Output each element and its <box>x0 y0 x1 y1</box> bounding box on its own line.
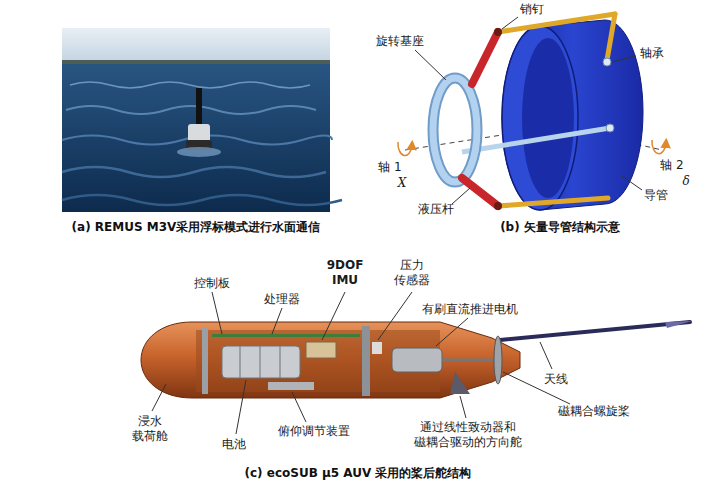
leader-line <box>612 56 636 62</box>
rotating-base <box>433 78 477 182</box>
part-label: 浸水 载荷舱 <box>131 414 170 444</box>
sky <box>62 28 330 62</box>
propeller <box>494 336 502 384</box>
rotation-arrow <box>398 142 412 156</box>
leader-line <box>322 292 345 340</box>
link-rod <box>498 198 608 206</box>
axis-symbol: δ <box>682 174 689 189</box>
axis-label: 轴 1 <box>378 160 401 175</box>
leader-line <box>540 342 552 369</box>
pin <box>494 202 502 210</box>
leader-line <box>415 50 446 80</box>
drive-shaft <box>442 359 500 362</box>
part-label: 导管 <box>644 188 668 203</box>
bulkhead <box>362 326 370 396</box>
wave <box>70 82 310 88</box>
leader-line <box>502 17 518 29</box>
battery-cell <box>240 346 241 378</box>
axis-symbol: X <box>398 176 407 191</box>
bearing <box>603 58 611 66</box>
part-label: 磁耦合螺旋桨 <box>558 404 630 419</box>
part-label: 俯仰调节装置 <box>278 424 350 439</box>
link-rod <box>498 14 615 32</box>
duct-body <box>502 20 643 210</box>
hydraulic-rod <box>472 32 498 84</box>
rudder <box>450 372 470 394</box>
auv-cutaway <box>141 292 692 434</box>
sea <box>62 28 330 212</box>
antenna-tip <box>665 321 692 328</box>
bulkhead <box>202 328 208 394</box>
wave <box>62 167 326 177</box>
leader-line <box>212 292 222 334</box>
battery-pack <box>222 346 300 378</box>
part-label: 销钉 <box>520 2 544 17</box>
wave <box>66 106 316 114</box>
leader-line <box>452 188 470 204</box>
antenna <box>500 322 690 340</box>
part-label: 9DOF IMU <box>322 258 368 288</box>
bearing <box>606 124 614 132</box>
part-label: 压力 传感器 <box>393 258 432 288</box>
hull <box>141 322 520 398</box>
leader-line <box>236 380 246 434</box>
panel-caption: (a) REMUS M3V采用浮标模式进行水面通信 <box>72 220 321 235</box>
panel-caption: (c) ecoSUB μ5 AUV 采用的桨后舵结构 <box>245 466 472 481</box>
leader-line <box>460 396 466 418</box>
shore <box>62 60 330 64</box>
leader-line <box>272 308 282 334</box>
axis-label: 轴 2 <box>660 158 683 173</box>
panel-caption: (b) 矢量导管结构示意 <box>500 220 620 235</box>
pin <box>494 28 502 36</box>
part-label: 处理器 <box>264 292 300 307</box>
part-label: 轴承 <box>640 46 664 61</box>
buoy-antenna <box>196 88 202 126</box>
imu-board <box>306 342 336 358</box>
splash <box>177 147 221 157</box>
pitch-adjuster <box>268 382 314 390</box>
wave <box>62 195 342 205</box>
rotating-base <box>433 78 477 182</box>
battery-cell <box>280 346 281 378</box>
buoy-photo <box>62 28 342 212</box>
part-label: 通过线性致动器和 磁耦合驱动的方向舵 <box>413 420 523 450</box>
control-board <box>212 334 360 337</box>
part-label: 天线 <box>544 372 568 387</box>
link-rod <box>607 14 615 60</box>
part-label: 液压杆 <box>418 202 454 217</box>
motor <box>392 348 442 372</box>
duct-inner <box>522 38 574 198</box>
leader-line <box>152 384 166 411</box>
pressure-sensor <box>372 342 382 354</box>
part-label: 控制板 <box>194 276 230 291</box>
leader-line <box>503 372 570 404</box>
leader-line <box>436 318 468 346</box>
part-label: 电池 <box>222 437 246 452</box>
duct-opening <box>502 26 578 210</box>
buoy-body <box>188 124 210 142</box>
leader-line <box>292 392 306 422</box>
vector-duct <box>398 14 666 210</box>
shaft <box>462 128 610 152</box>
battery-cell <box>260 346 261 378</box>
part-label: 旋转基座 <box>376 34 424 49</box>
part-label: 有刷直流推进电机 <box>422 302 518 317</box>
rotation-arrow <box>652 140 666 154</box>
hydraulic-rod <box>462 178 498 206</box>
leader-line <box>622 176 642 190</box>
leader-line <box>378 292 412 340</box>
